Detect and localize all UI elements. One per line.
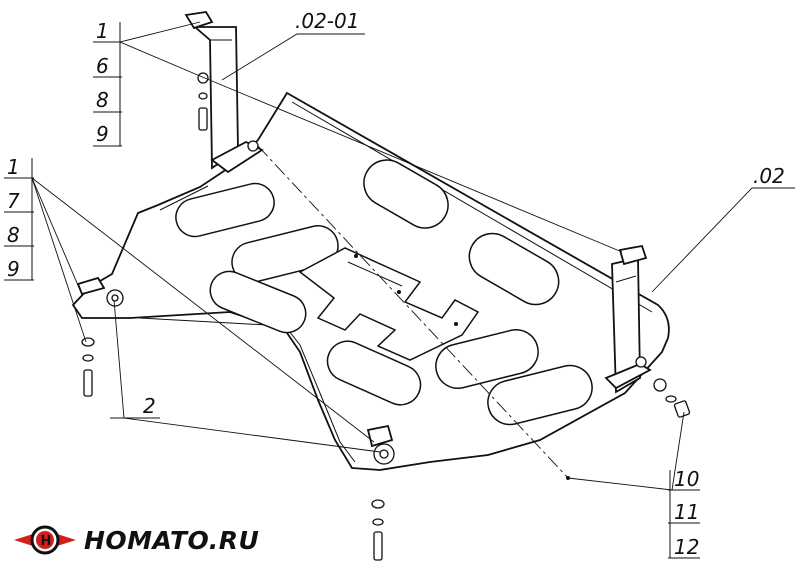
leader-lines — [31, 21, 795, 491]
label-part-1-top: 1 — [96, 19, 109, 43]
label-part-2: 2 — [143, 394, 156, 418]
right-bracket — [604, 244, 652, 394]
label-part-8-top: 8 — [96, 88, 109, 112]
bottom-fasteners — [366, 424, 395, 561]
label-part-7: 7 — [7, 189, 20, 213]
label-stack-bottom-right: 10 11 12 — [668, 467, 700, 559]
label-part-02-01: .02-01 — [295, 9, 359, 33]
skid-plate — [71, 78, 670, 480]
left-top-fasteners — [197, 72, 209, 131]
label-part-1-mid: 1 — [7, 155, 20, 179]
label-part-12: 12 — [674, 535, 699, 559]
left-bracket — [184, 11, 264, 174]
right-fasteners — [653, 378, 691, 418]
left-mount-fasteners — [76, 276, 124, 397]
label-part-9-mid: 9 — [7, 257, 20, 281]
label-part-11: 11 — [674, 500, 699, 524]
label-stack-top-left: 1 6 8 9 — [93, 19, 122, 147]
label-part-8-mid: 8 — [7, 223, 20, 247]
label-part-02: .02 — [753, 164, 785, 188]
label-stack-mid-left: 1 7 8 9 — [4, 155, 34, 281]
label-part-10: 10 — [674, 467, 699, 491]
logo-text: HOMATO.RU — [84, 525, 260, 555]
homato-logo: H HOMATO.RU — [12, 522, 259, 558]
label-part-9-top: 9 — [96, 122, 109, 146]
label-part-6: 6 — [96, 54, 109, 78]
label-part-2-group: 2 — [110, 394, 160, 419]
logo-emblem-icon: H — [14, 525, 76, 555]
logo-emblem-letter: H — [41, 534, 52, 549]
